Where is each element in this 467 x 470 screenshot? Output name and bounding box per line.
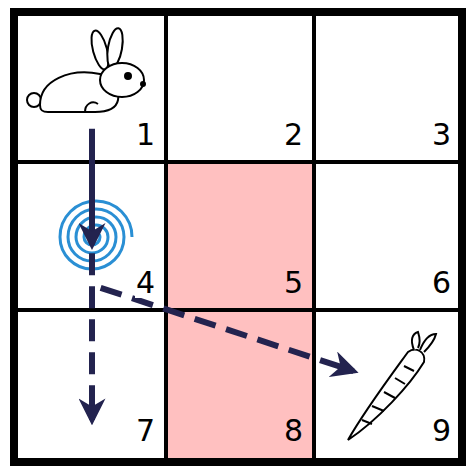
grid-cell: 4	[20, 164, 164, 308]
cell-number: 3	[431, 120, 452, 150]
grid-cell: 8	[168, 312, 312, 456]
transition-arrow	[101, 288, 354, 371]
transition-arrow	[89, 253, 95, 420]
grid-cell: 6	[316, 164, 460, 308]
grid-lines	[14, 12, 462, 462]
rabbit-icon	[27, 27, 145, 112]
grid-cell: 5	[168, 164, 312, 308]
grid-border	[14, 12, 462, 462]
grid-cell: 9	[316, 312, 460, 456]
cell-number: 9	[431, 416, 452, 446]
carrot-icon	[348, 332, 436, 440]
cell-number: 8	[283, 416, 304, 446]
grid-cell: 7	[20, 312, 164, 456]
cell-number: 6	[431, 268, 452, 298]
transition-arrow	[89, 129, 95, 245]
grid-cell: 2	[168, 18, 312, 160]
cell-number: 7	[135, 416, 156, 446]
spiral-trap	[60, 201, 132, 269]
cell-number: 5	[283, 268, 304, 298]
cell-number: 2	[283, 120, 304, 150]
cell-number: 1	[135, 120, 156, 150]
cell-number: 4	[135, 268, 156, 298]
grid-cell: 3	[316, 18, 460, 160]
grid-cell: 1	[20, 18, 164, 160]
